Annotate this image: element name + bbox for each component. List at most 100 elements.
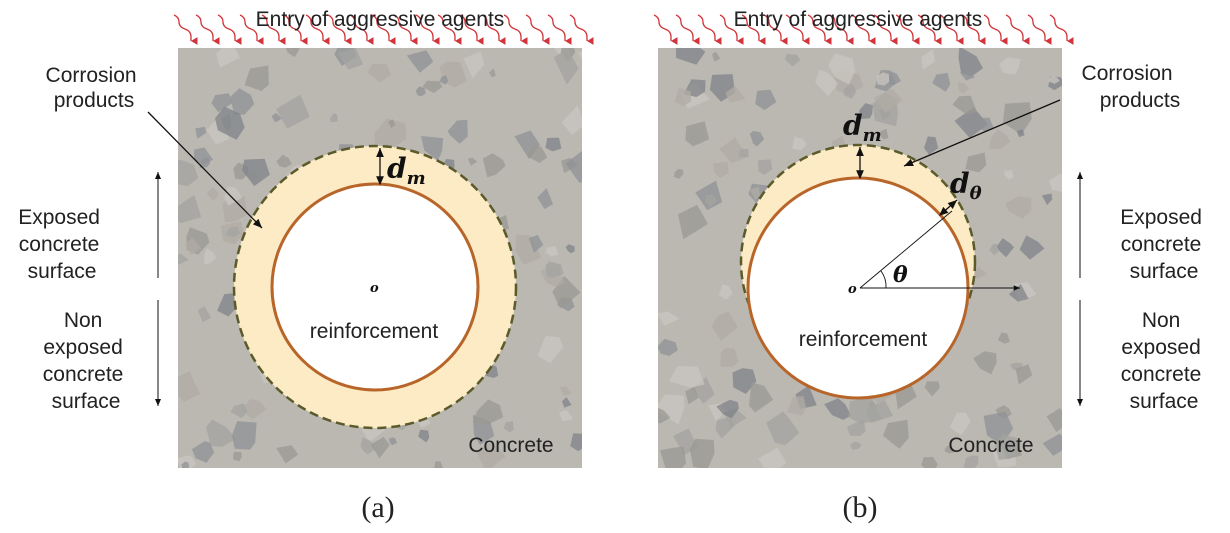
- agent-arrow-icon: [785, 14, 810, 45]
- caption-a: (a): [361, 491, 394, 524]
- aggregate-stone: [882, 419, 909, 449]
- aggregate-stone: [785, 54, 801, 67]
- agent-arrow-icon: [195, 14, 220, 45]
- aggregate-stone: [230, 88, 255, 115]
- aggregate-stone: [973, 351, 997, 375]
- aggregate-stone: [828, 53, 856, 85]
- aggregate-stone: [954, 107, 988, 138]
- aggregate-stone: [561, 105, 582, 135]
- agent-arrow-icon: [415, 14, 440, 45]
- agent-arrow-icon: [547, 14, 572, 45]
- dm-label: dm: [843, 109, 882, 146]
- reinforcement-bar: [270, 182, 480, 392]
- aggregate-stone: [952, 95, 978, 115]
- aggregate-stone: [720, 347, 739, 367]
- aggregate-stone: [271, 113, 282, 123]
- caption-b: (b): [843, 491, 878, 524]
- aggregate-stone: [205, 419, 236, 447]
- aggregate-stone: [963, 455, 979, 468]
- aggregate-stone: [211, 93, 233, 113]
- corrosion-label: Corrosion products: [46, 64, 143, 112]
- theta-arc: [880, 270, 887, 289]
- aggregate-stone: [406, 50, 434, 73]
- aggregate-stone: [178, 253, 189, 266]
- agent-arrow-icon: [305, 14, 330, 45]
- aggregate-stone: [924, 136, 939, 155]
- aggregate-stone: [337, 48, 363, 70]
- aggregate-stone: [766, 411, 800, 446]
- top-label: Entry of aggressive agents: [256, 8, 505, 31]
- aggregate-stone: [848, 396, 882, 425]
- aggregate-stone: [658, 407, 671, 424]
- aggregate-stone: [199, 157, 211, 168]
- aggregate-stone: [713, 162, 729, 178]
- aggregate-stone: [712, 51, 721, 62]
- aggregate-stone: [418, 429, 430, 443]
- agent-arrow-icon: [851, 14, 876, 45]
- aggregate-stone: [749, 186, 760, 200]
- agent-arrow-icon: [917, 14, 942, 45]
- aggregate-stone: [949, 412, 971, 436]
- center-label: o: [848, 282, 857, 297]
- agent-arrow-icon: [393, 14, 418, 45]
- aggregate-stone: [275, 94, 310, 129]
- aggregate-stone: [1046, 408, 1062, 432]
- agent-arrow-icon: [481, 14, 506, 45]
- aggregate-stone: [850, 441, 862, 450]
- aggregate-stone: [178, 194, 202, 224]
- aggregate-stone: [204, 248, 217, 265]
- aggregate-stone: [1049, 173, 1062, 192]
- center-label: o: [370, 281, 379, 296]
- agent-arrow-icon: [349, 14, 374, 45]
- aggregate-stone: [711, 311, 738, 341]
- panel-b: Entry of aggressive agents dm dθ θ o rei…: [653, 8, 1202, 524]
- aggressive-agents-arrows: [653, 14, 1074, 45]
- aggregate-stone: [685, 121, 710, 147]
- aggregate-stone: [232, 451, 242, 462]
- aggregate-stone: [276, 445, 299, 464]
- aggregate-stone: [957, 82, 970, 94]
- aggregate-stone: [932, 72, 951, 92]
- non-exposed-label: Non exposed concrete surface: [43, 309, 129, 413]
- aggregate-stone: [439, 75, 449, 85]
- aggressive-agents-arrows: [173, 14, 594, 45]
- aggregate-stone: [463, 51, 485, 79]
- agent-arrow-icon: [569, 14, 594, 45]
- aggregate-stone: [997, 238, 1015, 258]
- aggregate-stone: [1019, 235, 1045, 260]
- aggregate-stone: [515, 234, 542, 265]
- aggregate-stone: [562, 397, 572, 408]
- aggregate-stone: [191, 441, 215, 463]
- aggregate-stone: [545, 261, 564, 278]
- agent-arrow-icon: [873, 14, 898, 45]
- aggregate-stone: [959, 70, 975, 81]
- reinforcement-label: reinforcement: [799, 328, 928, 351]
- aggregate-stone: [217, 293, 238, 317]
- aggregate-stone: [422, 80, 443, 94]
- aggregate-stone: [195, 126, 207, 139]
- aggregate-stone: [553, 48, 579, 85]
- concrete-label: Concrete: [948, 434, 1033, 457]
- agent-arrow-icon: [217, 14, 242, 45]
- agent-arrow-icon: [653, 14, 678, 45]
- aggregate-stone: [224, 186, 243, 206]
- agent-arrow-icon: [283, 14, 308, 45]
- aggregate-stone: [997, 332, 1010, 344]
- aggregate-stone: [859, 103, 873, 119]
- aggregate-stone: [944, 444, 955, 454]
- agent-arrow-icon: [525, 14, 550, 45]
- aggregate-stone: [669, 366, 705, 388]
- aggregate-stone: [786, 396, 807, 416]
- aggregate-stone: [824, 398, 852, 420]
- aggregate-stone: [528, 234, 544, 253]
- aggregate-stone: [388, 119, 396, 129]
- agent-arrow-icon: [829, 14, 854, 45]
- aggregate-stone: [421, 136, 444, 161]
- agent-arrow-icon: [1005, 14, 1030, 45]
- aggregate-stone: [716, 399, 739, 419]
- dm-label: dm: [387, 152, 426, 189]
- agent-arrow-icon: [961, 14, 986, 45]
- radius-line: [859, 210, 953, 289]
- aggregate-stone: [559, 386, 572, 396]
- aggregate-stone: [757, 159, 773, 175]
